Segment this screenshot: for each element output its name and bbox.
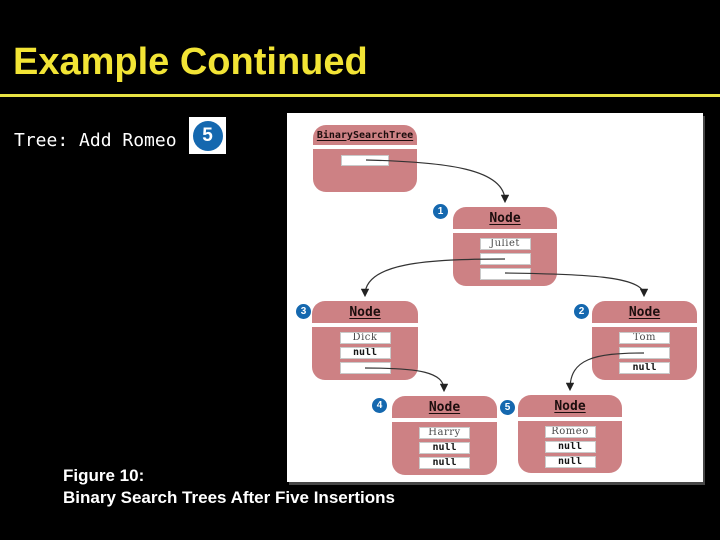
page-title: Example Continued <box>13 41 368 83</box>
node-box-romeo: Node Romeo null null <box>518 395 622 473</box>
node-label: Node <box>518 395 622 421</box>
node-box-juliet: Node Juliet <box>453 207 557 286</box>
node-order-badge: 5 <box>500 400 515 415</box>
step-number-icon: 5 <box>192 120 223 151</box>
node-left-field <box>479 253 531 265</box>
node-right-field <box>479 268 531 280</box>
node-order-badge: 3 <box>296 304 311 319</box>
node-data-field: Juliet <box>479 238 531 250</box>
node-left-field <box>619 347 670 359</box>
node-left-field: null <box>339 347 391 359</box>
binary-search-tree-box: BinarySearchTree <box>313 125 417 192</box>
node-box-harry: Node Harry null null <box>392 396 497 475</box>
node-right-field <box>339 362 391 374</box>
node-box-dick: Node Dick null <box>312 301 418 380</box>
node-right-field: null <box>619 362 670 374</box>
node-order-badge: 1 <box>433 204 448 219</box>
tree-operation-text: Tree: Add Romeo <box>14 130 177 151</box>
node-label: Node <box>453 207 557 233</box>
node-data-field: Dick <box>339 332 391 344</box>
figure-caption-number: Figure 10: <box>63 466 145 485</box>
node-order-badge: 4 <box>372 398 387 413</box>
node-data-field: Romeo <box>544 426 596 438</box>
step-badge: 5 <box>189 117 226 154</box>
node-data-field: Tom <box>619 332 670 344</box>
figure-caption-text: Binary Search Trees After Five Insertion… <box>63 488 395 507</box>
title-underline-rule <box>0 94 720 97</box>
node-right-field: null <box>544 456 596 468</box>
node-right-field: null <box>419 457 470 469</box>
node-label: Node <box>392 396 497 422</box>
figure-panel: BinarySearchTree 1 Node Juliet 3 Node Di… <box>287 113 703 482</box>
node-left-field: null <box>544 441 596 453</box>
node-label: Node <box>312 301 418 327</box>
node-box-tom: Node Tom null <box>592 301 697 380</box>
root-pointer-field <box>341 155 389 166</box>
node-label: Node <box>592 301 697 327</box>
node-order-badge: 2 <box>574 304 589 319</box>
binary-search-tree-label: BinarySearchTree <box>313 125 417 149</box>
node-data-field: Harry <box>419 427 470 439</box>
node-left-field: null <box>419 442 470 454</box>
